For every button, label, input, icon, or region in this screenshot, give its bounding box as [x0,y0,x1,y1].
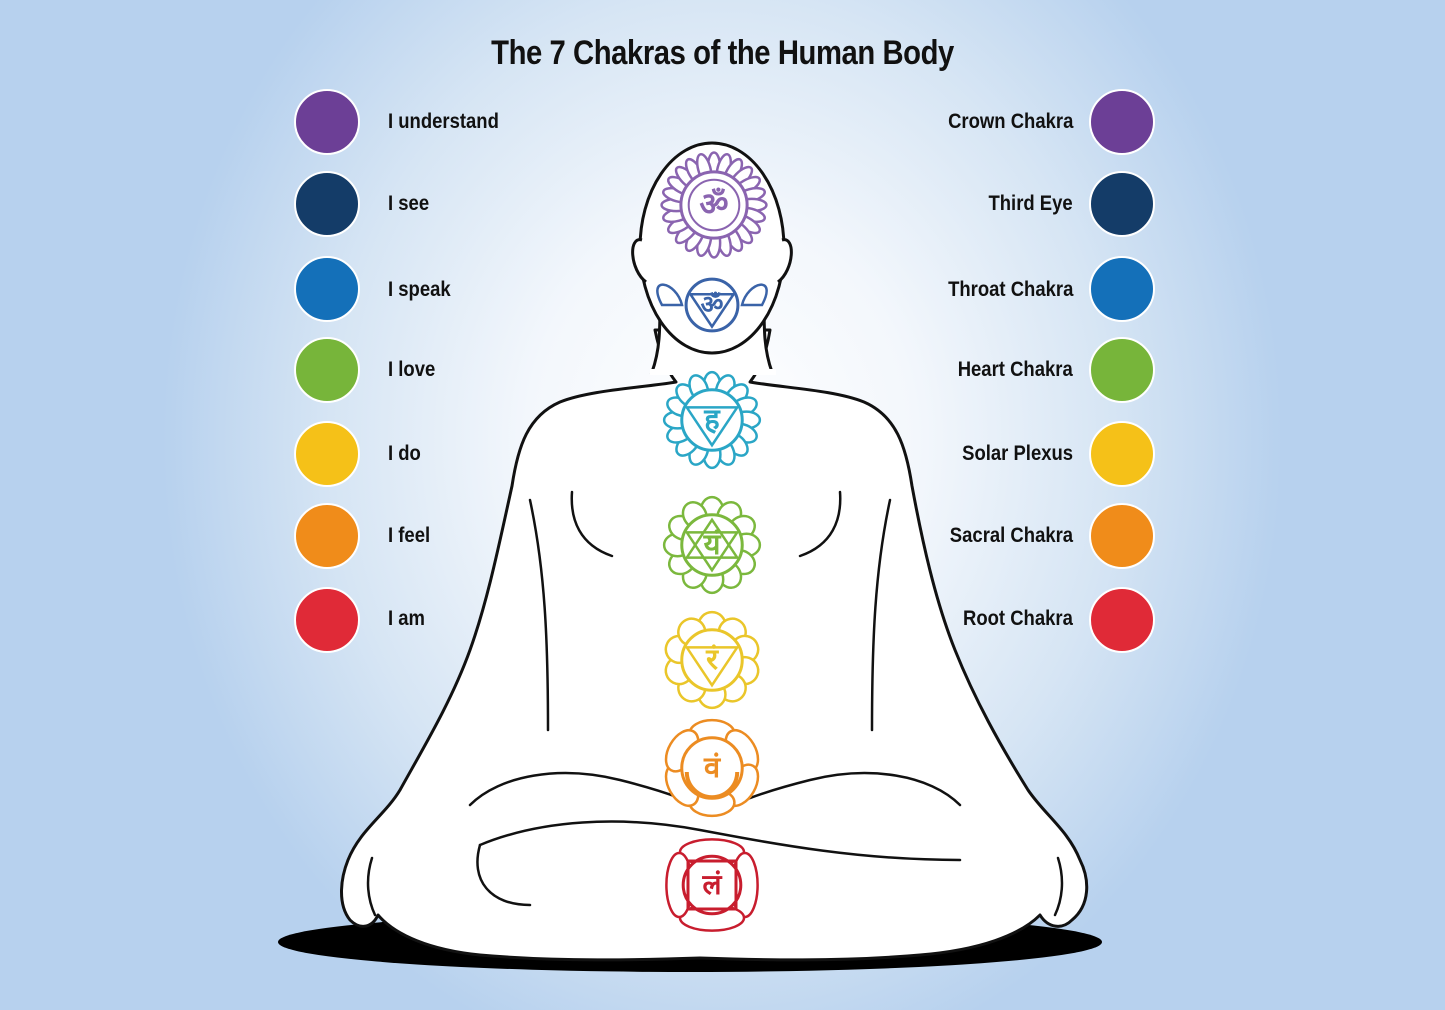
sacral-color-dot-right [1089,503,1155,569]
body-chakra-symbols: ॐ ॐ ह यं रं वं लं [656,151,768,932]
affirmation-label: I am [388,607,425,630]
chakra-name-label: Solar Plexus [962,442,1073,465]
third-eye-chakra-symbol: ॐ [656,277,768,333]
chakra-name-label: Throat Chakra [947,278,1073,301]
sacral-color-dot-left [294,503,360,569]
third-eye-bija-glyph: ॐ [701,290,724,319]
sacral-chakra-symbol: वं [664,718,760,818]
root-color-dot-left [294,587,360,653]
chakra-name-label: Heart Chakra [957,358,1073,381]
solar-bija-glyph: रं [705,642,719,676]
affirmation-label: I see [388,192,430,215]
affirmation-label: I do [388,442,421,465]
crown-color-dot-left [294,89,360,155]
affirmation-label: I speak [388,278,451,301]
throat-chakra-symbol: ह [662,370,762,470]
throat-color-dot-left [294,256,360,322]
crown-color-dot-right [1089,89,1155,155]
affirmation-label: I understand [388,110,499,133]
solar-chakra-symbol: रं [664,610,760,710]
sacral-bija-glyph: वं [703,750,722,784]
heart-color-dot-right [1089,337,1155,403]
chakra-name-label: Sacral Chakra [949,524,1073,547]
third-eye-color-dot-right [1089,171,1155,237]
root-chakra-symbol: लं [665,838,759,932]
throat-bija-glyph: ह [703,402,721,436]
solar-plexus-color-dot-right [1089,421,1155,487]
chakra-name-label: Third Eye [988,192,1073,215]
solar-plexus-color-dot-left [294,421,360,487]
heart-chakra-symbol: यं [662,495,762,595]
crown-chakra-symbol: ॐ [660,151,768,259]
heart-bija-glyph: यं [703,527,722,561]
throat-color-dot-right [1089,256,1155,322]
affirmation-label: I feel [388,524,431,547]
affirmation-label: I love [388,358,436,381]
third-eye-color-dot-left [294,171,360,237]
heart-color-dot-left [294,337,360,403]
chakra-name-label: Root Chakra [963,607,1073,630]
root-bija-glyph: लं [702,868,723,901]
chakra-name-label: Crown Chakra [947,110,1073,133]
root-color-dot-right [1089,587,1155,653]
page-title: The 7 Chakras of the Human Body [491,34,954,72]
crown-bija-glyph: ॐ [699,185,728,223]
